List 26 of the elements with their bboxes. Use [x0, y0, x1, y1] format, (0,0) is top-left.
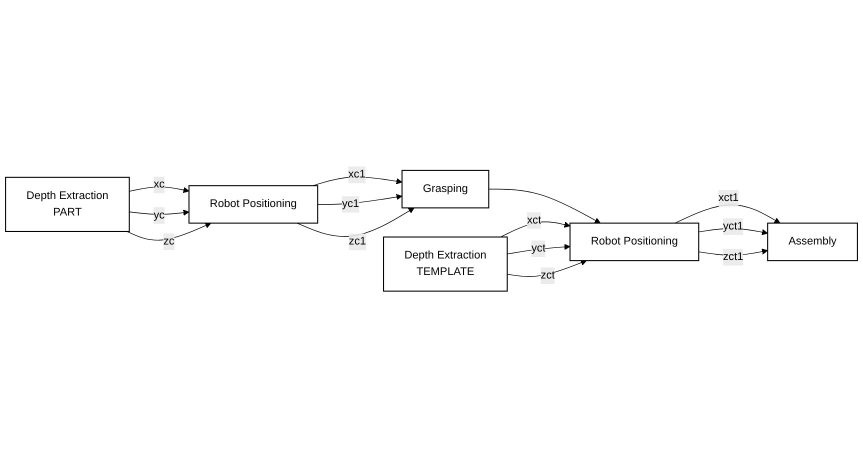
edge-label: xct [526, 214, 542, 226]
node-box: Grasping [402, 170, 490, 208]
arrow [506, 244, 570, 254]
arrow [128, 186, 190, 193]
arrow [296, 207, 414, 236]
edge-label: zct [540, 269, 555, 281]
arrow [126, 222, 212, 240]
edge-label: zct1 [722, 250, 744, 262]
arrow [128, 209, 190, 216]
arrow [317, 194, 402, 204]
arrow [506, 259, 587, 277]
node-box: Depth Extraction TEMPLATE [383, 236, 508, 292]
edge-label: zc [163, 235, 174, 247]
edge-label: xc [154, 178, 165, 190]
node-box: Robot Positioning [188, 184, 318, 224]
node-box: Robot Positioning [570, 222, 700, 261]
edge-label: xc1 [348, 168, 366, 180]
edge-label: yct [531, 242, 546, 254]
edge-label: yc1 [342, 198, 360, 210]
edge-label: yct1 [722, 220, 744, 232]
arrow [488, 188, 601, 224]
node-box: Depth Extraction PART [5, 176, 130, 232]
edge-label: yc [154, 208, 165, 221]
node-box: Assembly [767, 222, 858, 261]
edge-label: zc1 [348, 235, 366, 248]
edge-label: xct1 [718, 192, 739, 204]
